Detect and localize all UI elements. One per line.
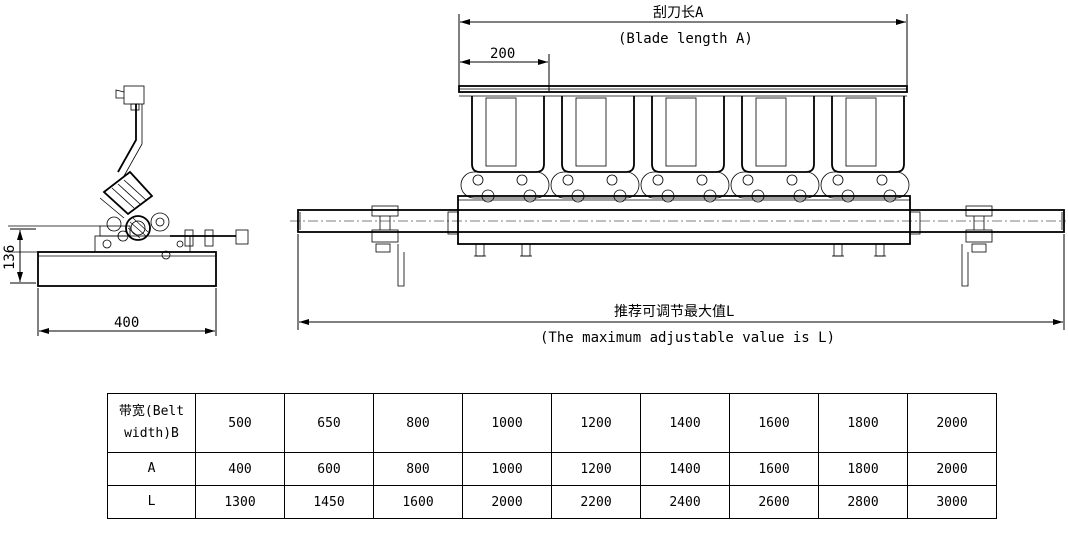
table-cell: 650 — [284, 393, 374, 453]
table-cell: 400 — [195, 452, 285, 486]
table-cell: 1600 — [729, 393, 819, 453]
table-cell: 1800 — [818, 393, 908, 453]
blade-units — [460, 96, 910, 203]
housing-studs — [474, 243, 886, 257]
table-cell: 2000 — [462, 485, 552, 519]
table-cell: 600 — [284, 452, 374, 486]
blade-length-label-en: (Blade length A) — [618, 31, 753, 47]
table-row-belt-width: 带宽(Belt width)B 500 650 800 1000 1200 14… — [107, 393, 997, 453]
table-cell: 3000 — [907, 485, 997, 519]
max-adjust-label-cn: 推荐可调节最大值L — [614, 304, 734, 320]
table-cell: 1200 — [551, 393, 641, 453]
table-cell: 1300 — [195, 485, 285, 519]
table-cell: 2600 — [729, 485, 819, 519]
table-cell: 1000 — [462, 393, 552, 453]
table-cell: 2000 — [907, 393, 997, 453]
table-cell: 2000 — [907, 452, 997, 486]
table-cell: 1400 — [640, 393, 730, 453]
spec-table: 带宽(Belt width)B 500 650 800 1000 1200 14… — [107, 393, 997, 519]
table-cell: 2400 — [640, 485, 730, 519]
max-adjust-label-en: (The maximum adjustable value is L) — [540, 330, 835, 346]
table-cell: 800 — [373, 452, 463, 486]
table-cell: 1200 — [551, 452, 641, 486]
table-cell: 1450 — [284, 485, 374, 519]
belt-width-header: 带宽(Belt width)B — [107, 393, 196, 453]
belt-width-header-en: width)B — [124, 426, 179, 441]
row-a-header: A — [107, 452, 196, 486]
table-cell: 1000 — [462, 452, 552, 486]
table-cell: 1600 — [729, 452, 819, 486]
table-cell: 1800 — [818, 452, 908, 486]
table-row-a: A 400 600 800 1000 1200 1400 1600 1800 2… — [107, 452, 997, 486]
table-cell: 500 — [195, 393, 285, 453]
segment-dim: 200 — [490, 46, 515, 62]
side-width-dim: 400 — [114, 315, 139, 331]
table-cell: 1600 — [373, 485, 463, 519]
blade-length-label-cn: 刮刀长A — [653, 5, 704, 21]
front-view: 刮刀长A (Blade length A) 200 — [290, 5, 1066, 346]
table-row-l: L 1300 1450 1600 2000 2200 2400 2600 280… — [107, 485, 997, 519]
belt-width-header-cn: 带宽(Belt — [118, 404, 185, 419]
table-cell: 2800 — [818, 485, 908, 519]
table-cell: 800 — [373, 393, 463, 453]
table-cell: 1400 — [640, 452, 730, 486]
row-l-header: L — [107, 485, 196, 519]
technical-drawing: 136 400 刮刀长A (Blade length A) 200 — [2, 5, 1066, 346]
side-height-dim: 136 — [2, 245, 18, 270]
side-view: 136 400 — [2, 85, 249, 336]
table-cell: 2200 — [551, 485, 641, 519]
